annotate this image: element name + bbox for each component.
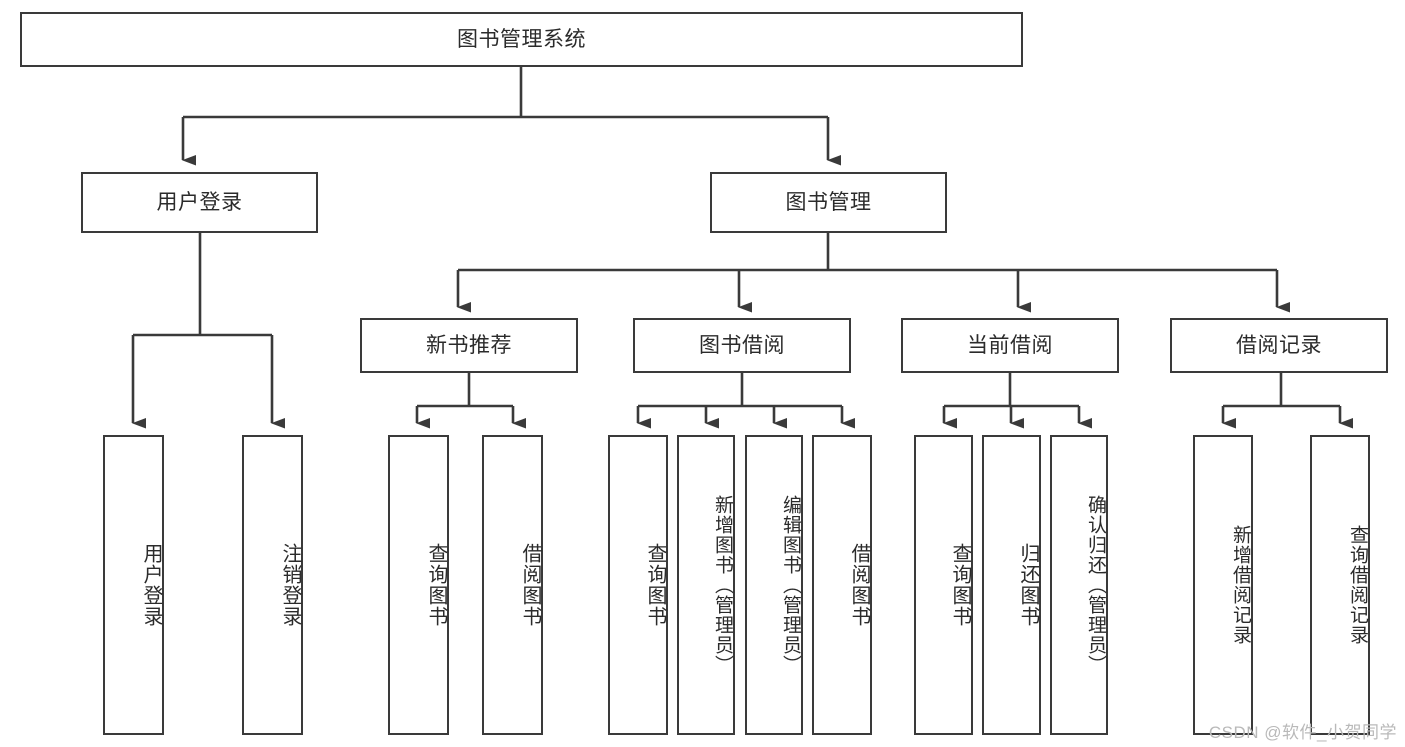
- node-leaf-add-book[interactable]: 新增图书（管理员）: [677, 435, 735, 735]
- node-leaf-user-login[interactable]: 用户登录: [103, 435, 164, 735]
- node-user-login[interactable]: 用户登录: [81, 172, 318, 233]
- node-leaf-borrow-book-2[interactable]: 借阅图书: [812, 435, 872, 735]
- node-leaf-add-record[interactable]: 新增借阅记录: [1193, 435, 1253, 735]
- node-leaf-query-book-1[interactable]: 查询图书: [388, 435, 449, 735]
- node-new-book-rec[interactable]: 新书推荐: [360, 318, 578, 373]
- node-leaf-confirm-return[interactable]: 确认归还（管理员）: [1050, 435, 1108, 735]
- node-leaf-query-book-2[interactable]: 查询图书: [608, 435, 668, 735]
- node-leaf-user-logout[interactable]: 注销登录: [242, 435, 303, 735]
- node-current-borrow[interactable]: 当前借阅: [901, 318, 1119, 373]
- node-book-manage[interactable]: 图书管理: [710, 172, 947, 233]
- node-leaf-borrow-book-1[interactable]: 借阅图书: [482, 435, 543, 735]
- node-leaf-query-book-3[interactable]: 查询图书: [914, 435, 973, 735]
- node-root[interactable]: 图书管理系统: [20, 12, 1023, 67]
- node-borrow-record[interactable]: 借阅记录: [1170, 318, 1388, 373]
- node-leaf-query-record[interactable]: 查询借阅记录: [1310, 435, 1370, 735]
- node-book-borrow[interactable]: 图书借阅: [633, 318, 851, 373]
- node-leaf-edit-book[interactable]: 编辑图书（管理员）: [745, 435, 803, 735]
- node-leaf-return-book[interactable]: 归还图书: [982, 435, 1041, 735]
